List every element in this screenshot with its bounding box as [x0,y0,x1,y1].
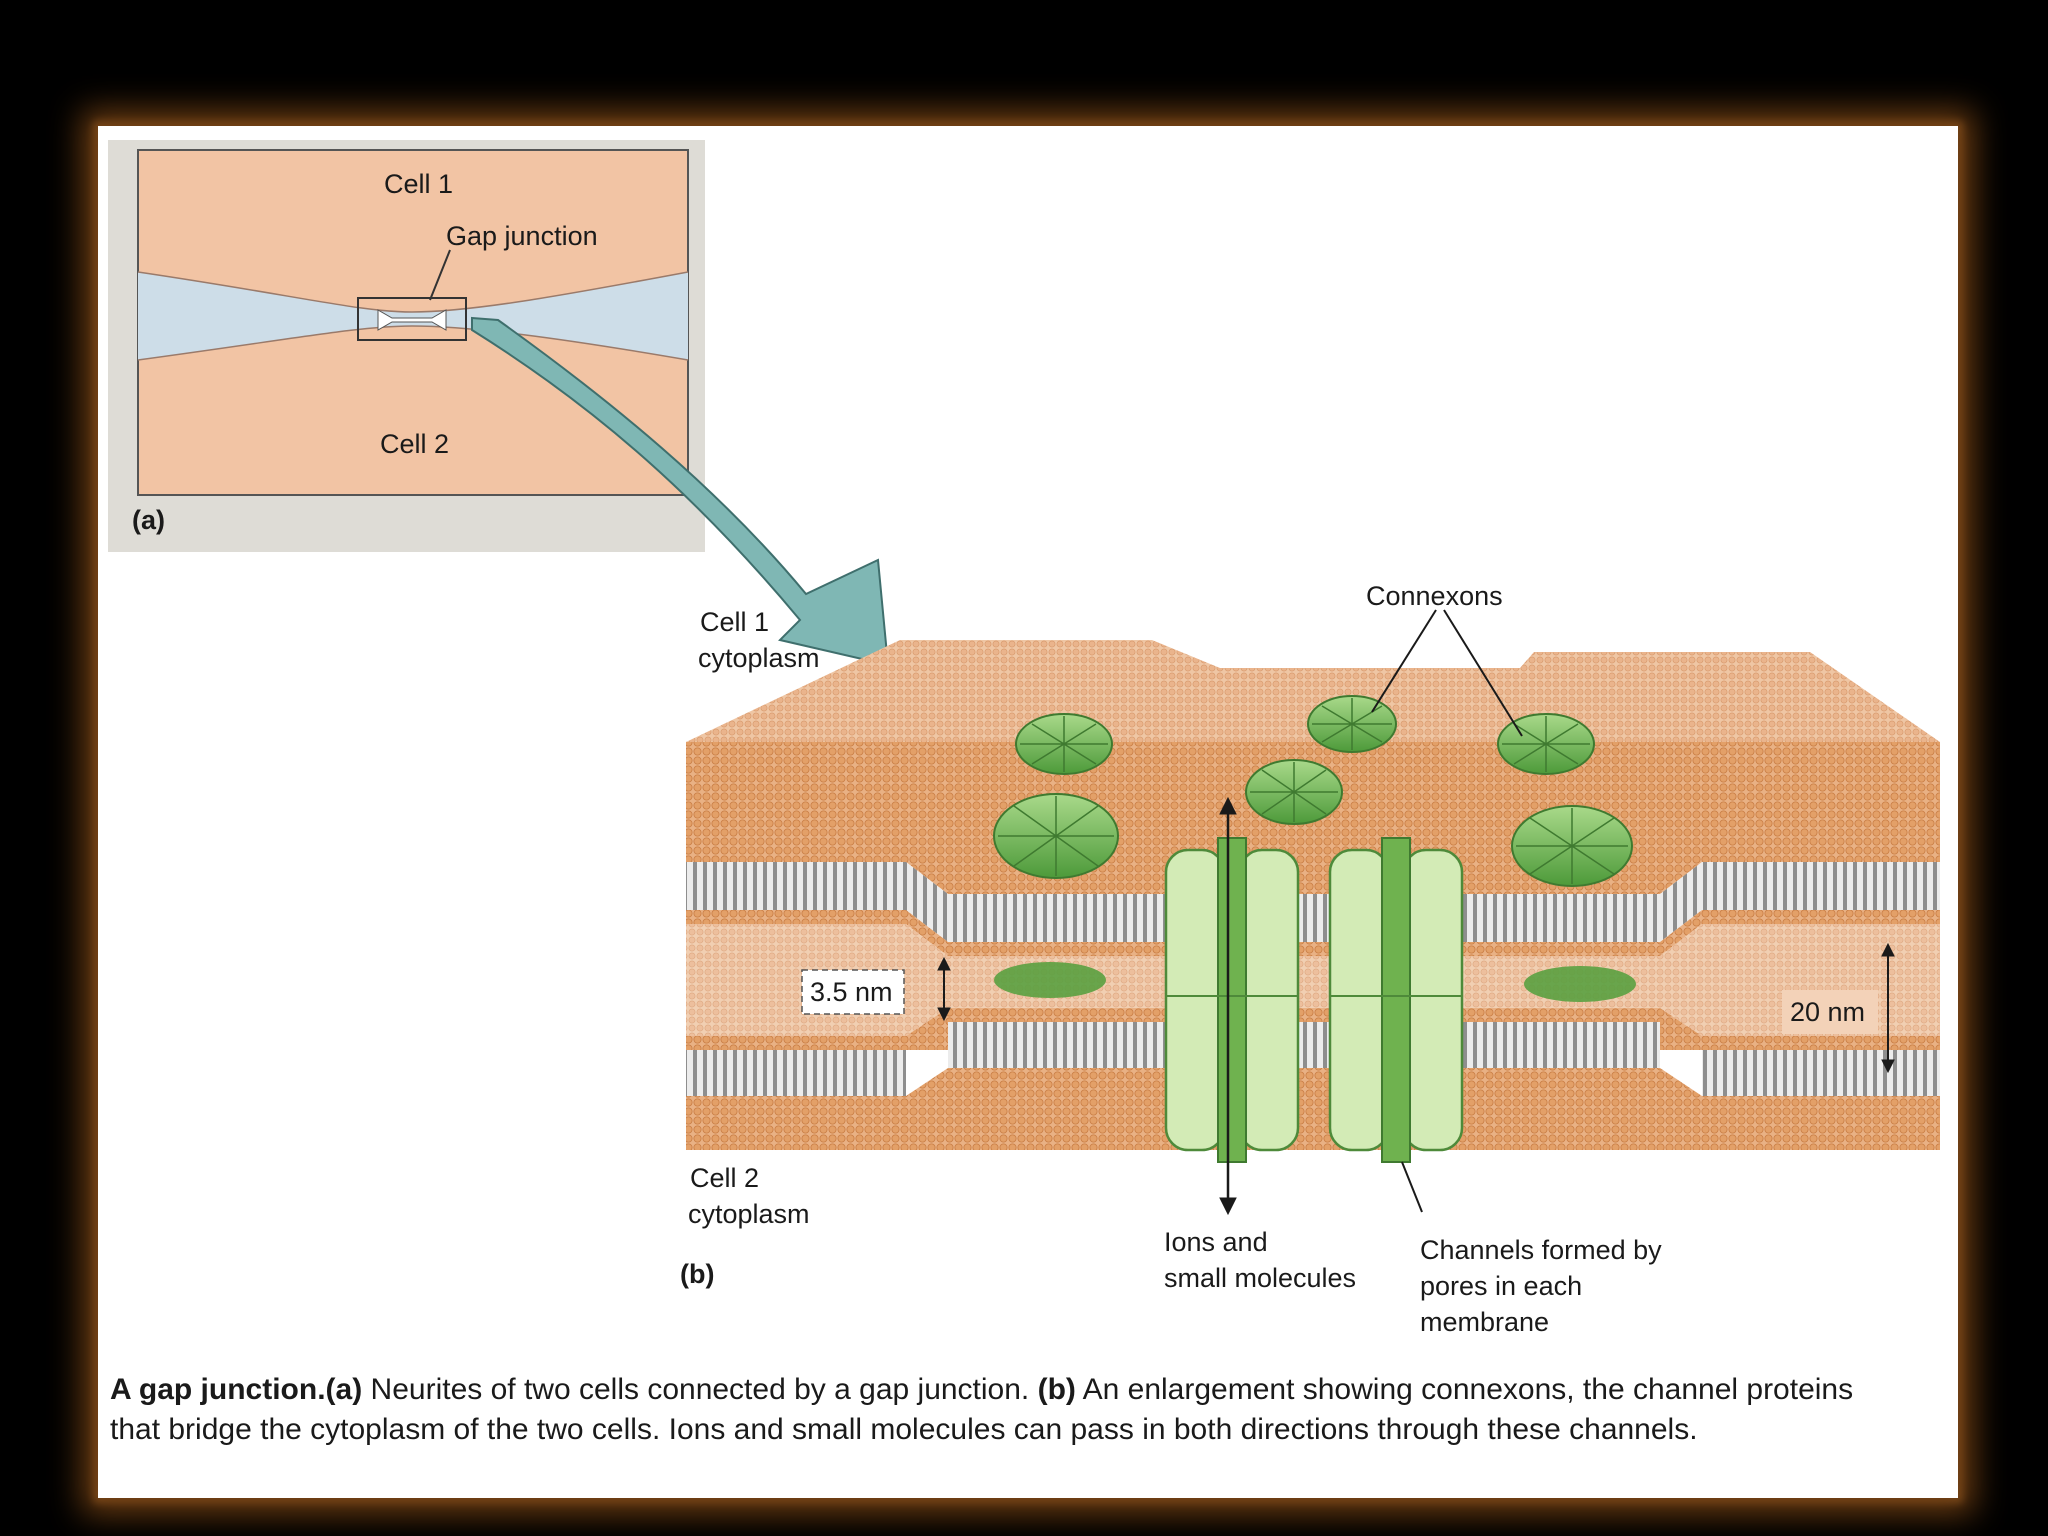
connexon-1 [1015,713,1113,775]
channels-label-line3: membrane [1420,1307,1550,1337]
dimension-3-5nm: 3.5 nm [810,977,893,1007]
channel-left [1164,837,1300,1163]
panel-a-inset [108,140,705,552]
connexon-half-right [1524,966,1636,1002]
connexons-label: Connexons [1366,581,1503,611]
caption-title: A gap junction. [110,1373,326,1406]
figure-caption: A gap junction.(a) Neurites of two cells… [110,1370,1910,1450]
ions-label-line2: small molecules [1164,1263,1357,1293]
caption-a-tag: (a) [325,1373,363,1406]
connexon-5 [993,793,1119,879]
cell1-label: Cell 1 [384,169,454,199]
cell1-cytoplasm-line2: cytoplasm [698,643,820,673]
connexons [993,695,1636,1002]
channels-label-line2: pores in each [1420,1271,1583,1301]
ions-label-line1: Ions and [1164,1227,1268,1257]
connexon-2 [1307,695,1397,753]
connexon-6 [1511,805,1633,887]
cell1-cytoplasm-line1: Cell 1 [700,607,770,637]
channels [1164,837,1464,1163]
zoom-arrow [471,316,890,667]
cell2-cytoplasm-line1: Cell 2 [690,1163,760,1193]
connexon-4 [1245,759,1343,825]
cell2-label: Cell 2 [380,429,450,459]
dimension-20nm: 20 nm [1790,997,1866,1027]
gap-junction-box [357,297,467,341]
caption-b-tag: (b) [1037,1373,1076,1406]
gap-junction-label: Gap junction [446,221,598,251]
caption-b-text: An enlargement showing connexons, the ch… [110,1373,1854,1446]
panel-a-tag: (a) [132,505,165,535]
panel-b-tag: (b) [680,1259,715,1289]
connexon-3 [1497,713,1595,775]
channels-label-line1: Channels formed by [1420,1235,1662,1265]
channel-right [1328,837,1464,1163]
connexon-half-left [994,962,1106,998]
panel-b-annotations [801,609,1895,1216]
gap-junction-leader [429,249,451,301]
caption-a-text: Neurites of two cells connected by a gap… [362,1373,1038,1406]
cell2-cytoplasm-line2: cytoplasm [688,1199,810,1229]
